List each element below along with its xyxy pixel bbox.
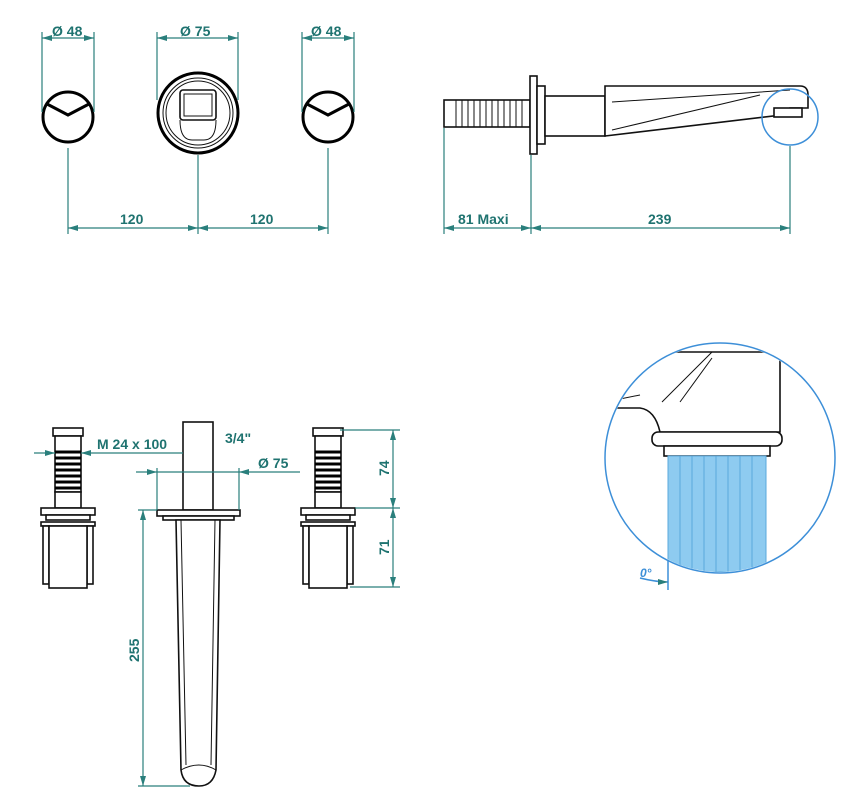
left-valve [40, 427, 96, 589]
spacing-left-label: 120 [120, 211, 144, 227]
connection-label: 3/4" [225, 430, 251, 446]
left-knob [41, 90, 95, 144]
wall-depth-label: 81 Maxi [458, 211, 509, 227]
aerator-detail: 0° [604, 342, 836, 590]
front-view: M 24 x 100 3/4" Ø 75 74 71 255 [34, 421, 400, 787]
projection-label: 239 [648, 211, 672, 227]
spout-diameter-label: Ø 75 [180, 23, 211, 39]
front-dimensions: M 24 x 100 3/4" Ø 75 74 71 255 [34, 429, 400, 787]
side-view: 81 Maxi 239 [443, 75, 819, 234]
left-knob-diameter-label: Ø 48 [52, 23, 83, 39]
valve-lower-height-label: 71 [376, 539, 392, 555]
spacing-right-label: 120 [250, 211, 274, 227]
right-knob [301, 90, 355, 144]
spout-rosette [156, 71, 240, 155]
right-valve [300, 427, 356, 589]
spout-length-label: 255 [126, 638, 142, 662]
right-knob-diameter-label: Ø 48 [311, 23, 342, 39]
side-dimensions: 81 Maxi 239 [443, 128, 791, 234]
detail-marker-circle [761, 88, 819, 146]
top-dimensions: Ø 48 Ø 75 Ø 48 120 120 [41, 23, 355, 234]
flange-diameter-label: Ø 75 [258, 455, 289, 471]
top-view: Ø 48 Ø 75 Ø 48 120 120 [41, 23, 355, 234]
thread-spec-label: M 24 x 100 [97, 436, 167, 452]
spout [156, 421, 241, 787]
flow-angle-label: 0° [640, 566, 652, 580]
valve-upper-height-label: 74 [376, 460, 392, 476]
water-stream [667, 455, 767, 572]
